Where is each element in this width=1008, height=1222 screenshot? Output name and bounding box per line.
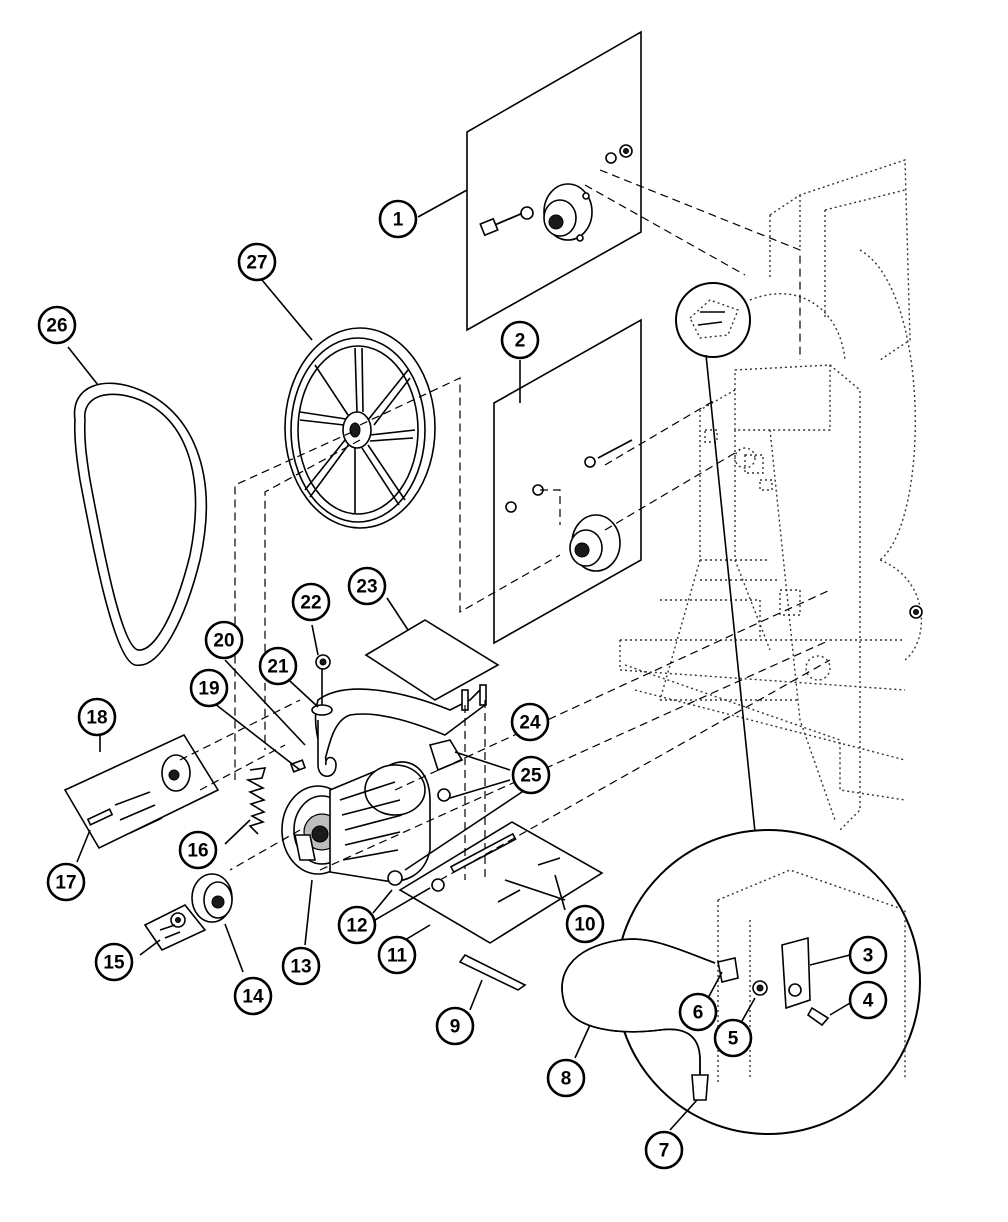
v-belt [73,382,208,666]
svg-text:12: 12 [346,916,367,937]
svg-text:17: 17 [55,873,76,894]
callout-6: 6 [678,992,718,1032]
callout-20: 20 [204,620,244,660]
callout-15: 15 [94,942,134,982]
spring [245,767,267,835]
callout-5: 5 [713,1018,753,1058]
shaft-9 [458,953,527,991]
callout-18: 18 [77,697,117,737]
callout-17: 17 [46,862,86,902]
svg-text:24: 24 [519,713,541,734]
callout-9: 9 [435,1006,475,1046]
svg-text:6: 6 [693,1003,704,1024]
callout-4: 4 [848,980,888,1020]
svg-text:9: 9 [450,1017,461,1038]
callout-12: 12 [337,905,377,945]
panel-2 [493,318,741,645]
svg-text:2: 2 [515,331,526,352]
svg-text:25: 25 [520,766,542,787]
svg-text:1: 1 [393,210,404,231]
svg-text:8: 8 [561,1069,572,1090]
callout-14: 14 [233,976,273,1016]
svg-text:7: 7 [659,1141,670,1162]
panel-11 [387,659,831,944]
svg-text:16: 16 [187,841,208,862]
callout-26: 26 [37,305,77,345]
motor [229,589,831,882]
svg-text:22: 22 [300,593,321,614]
machine-frame [619,159,923,831]
svg-text:14: 14 [242,987,264,1008]
callout-11: 11 [377,935,417,975]
svg-text:10: 10 [574,915,595,936]
panel-1 [417,30,801,360]
svg-text:13: 13 [290,957,311,978]
small-pulley [191,873,244,973]
leader-lines [67,279,851,1131]
svg-text:5: 5 [728,1029,739,1050]
svg-text:26: 26 [46,316,67,337]
callout-3: 3 [848,935,888,975]
callout-21: 21 [258,646,298,686]
callout-25: 25 [511,755,551,795]
large-pulley [234,327,561,780]
hardware-small [289,654,337,778]
detail-circle [561,829,921,1135]
svg-text:15: 15 [103,953,125,974]
callout-7: 7 [644,1130,684,1170]
callout-2: 2 [500,320,540,360]
panel-15 [139,903,207,956]
callout-1: 1 [378,199,418,239]
svg-text:27: 27 [246,253,267,274]
svg-text:18: 18 [86,708,107,729]
callout-8: 8 [546,1058,586,1098]
callout-23: 23 [347,566,387,606]
callout-24: 24 [510,702,550,742]
svg-text:3: 3 [863,946,874,967]
callout-19: 19 [189,668,229,708]
detail-marker-circle [675,282,756,833]
callout-10: 10 [565,904,605,944]
svg-text:11: 11 [387,946,408,967]
svg-text:4: 4 [863,991,874,1012]
callout-13: 13 [281,946,321,986]
svg-text:20: 20 [213,631,234,652]
callout-27: 27 [237,242,277,282]
callout-22: 22 [291,582,331,622]
svg-text:23: 23 [356,577,377,598]
svg-text:21: 21 [267,657,289,678]
panel-18 [63,699,301,850]
callout-16: 16 [178,830,218,870]
svg-text:19: 19 [198,679,219,700]
